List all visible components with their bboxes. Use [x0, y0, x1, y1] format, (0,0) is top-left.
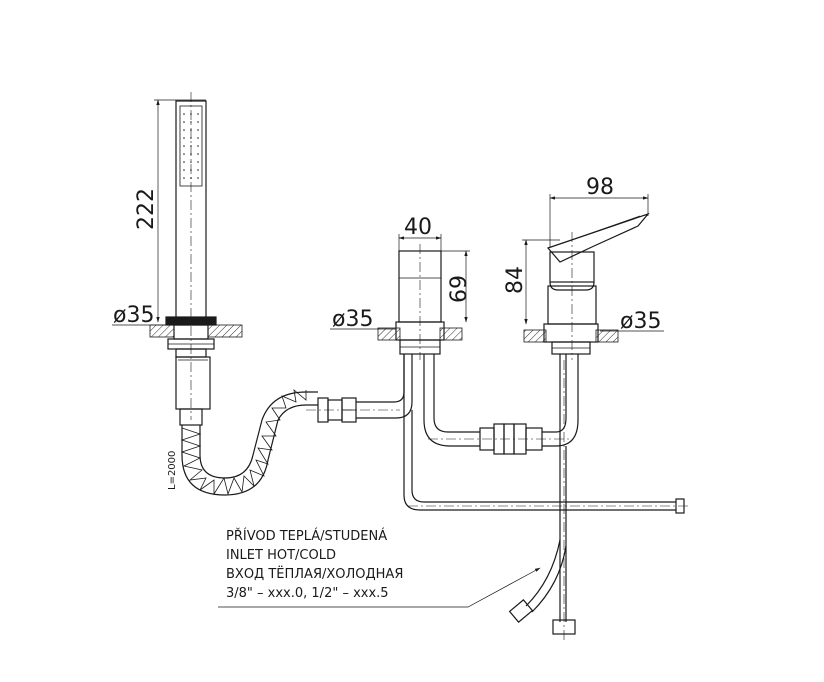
- pipe-hose-b: [356, 354, 413, 419]
- pipe-mixer-c: [542, 354, 567, 433]
- flex-hose-end: [508, 599, 534, 623]
- flex-hose-b: [531, 545, 567, 613]
- deck-mid-b: [439, 327, 463, 341]
- hose-inner: [199, 391, 318, 479]
- deck-right-a: [523, 329, 547, 343]
- pipe-inlet-b: [411, 410, 676, 503]
- mixer: 98 84 ø35: [503, 175, 664, 360]
- hand-shower: 222 ø35: [112, 92, 243, 426]
- pipe-mixer-a: [423, 354, 480, 447]
- spiral-hose: L=2000: [167, 389, 400, 496]
- deck-mid-a: [377, 327, 401, 341]
- pipe-mixer-b: [433, 354, 480, 433]
- pipe-hose-a: [356, 354, 405, 403]
- spray-dots: [183, 113, 199, 179]
- spout-supply-pipes: [356, 354, 690, 514]
- inlet-note-line3: ВХОД ТЁПЛАЯ/ХОЛОДНАЯ: [226, 566, 403, 582]
- hose-connector: [179, 408, 203, 426]
- inlet-note-line4: 3/8" – xxx.0, 1/2" – xxx.5: [226, 586, 389, 601]
- dim-69-label: 69: [447, 275, 472, 303]
- dim-d35-3-label: ø35: [620, 309, 661, 334]
- handshower-shank: [175, 356, 211, 410]
- dim-40-label: 40: [404, 215, 432, 240]
- flex-hose-a: [525, 539, 561, 607]
- spout: 40 69 ø35: [330, 215, 472, 360]
- dim-d35-1-label: ø35: [113, 303, 154, 328]
- deck-left-b: [207, 324, 243, 338]
- dim-84-label: 84: [503, 266, 528, 294]
- mixer-lever: [546, 212, 650, 263]
- mixer-inlet-pipes: [508, 354, 576, 640]
- inlet-note: PŘÍVOD TEPLÁ/STUDENÁ INLET HOT/COLD ВХОД…: [218, 528, 541, 608]
- handshower-holder-top: [165, 316, 217, 326]
- inlet-note-line1: PŘÍVOD TEPLÁ/STUDENÁ: [226, 528, 387, 544]
- deck-left-a: [149, 324, 175, 338]
- mixer-base: [543, 323, 599, 343]
- mixer-lever-edge: [559, 215, 641, 245]
- deck-right-b: [595, 329, 619, 343]
- dim-98-label: 98: [586, 175, 614, 200]
- dim-d35-2-label: ø35: [332, 307, 373, 332]
- hose-length-label: L=2000: [167, 451, 178, 490]
- inlet-leader-line: [218, 567, 541, 608]
- hose-zigzag: [180, 389, 307, 496]
- inlet-note-line2: INLET HOT/COLD: [226, 548, 336, 563]
- dim-222-label: 222: [134, 188, 159, 230]
- pipe-mixer-d: [542, 354, 579, 447]
